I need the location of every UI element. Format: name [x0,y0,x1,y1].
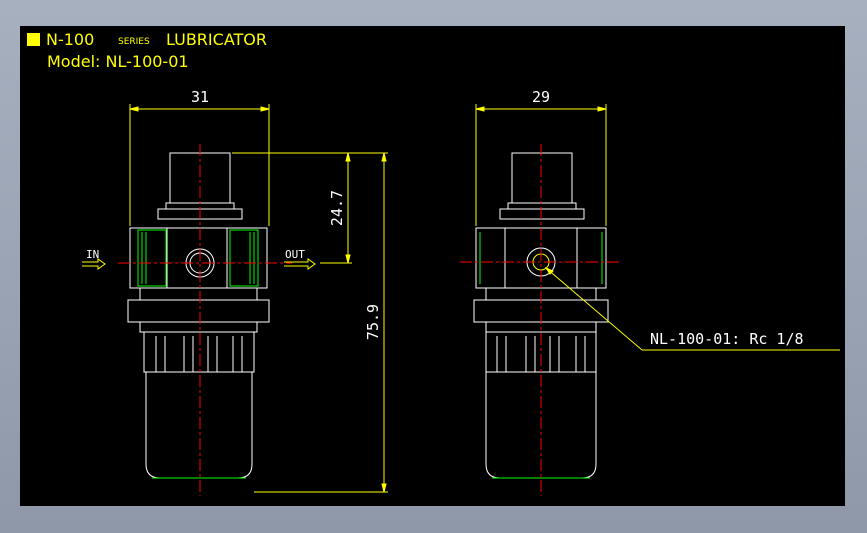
cad-canvas: N-100 SERIES LUBRICATOR Model: NL-100-01 [20,26,845,506]
side-neck [499,208,585,220]
flow-arrows [82,258,316,270]
title-series-prefix: N-100 [46,30,94,49]
upper-height-dimension: 24.7 [328,190,346,226]
port-callout: NL-100-01: Rc 1/8 [650,330,804,348]
front-width-dimension: 31 [191,88,209,106]
front-lower-collar [139,287,258,301]
inlet-label: IN [86,248,99,261]
front-ring [127,299,270,323]
front-port-bosses [137,229,259,287]
outlet-label: OUT [285,248,305,261]
front-body-center [166,227,228,289]
side-width-dimension: 29 [532,88,550,106]
title-product-name: LUBRICATOR [166,30,267,49]
title-marker-icon [27,33,40,46]
side-dimensions [475,104,840,351]
front-view [127,152,270,479]
front-bowl [145,372,253,479]
inlet-arrow-icon [82,258,106,270]
front-centerlines [118,144,292,496]
side-knob [511,152,573,204]
front-dimensions [129,104,388,493]
front-body [129,227,268,289]
side-centerlines [460,144,620,496]
outlet-arrow-icon [284,258,316,270]
technical-drawing: N-100 SERIES LUBRICATOR Model: NL-100-01 [27,30,840,496]
model-label: Model: NL-100-01 [47,52,189,71]
total-height-dimension: 75.9 [364,304,382,340]
front-bowl-guard [143,331,255,373]
title-series-word: SERIES [118,37,150,47]
